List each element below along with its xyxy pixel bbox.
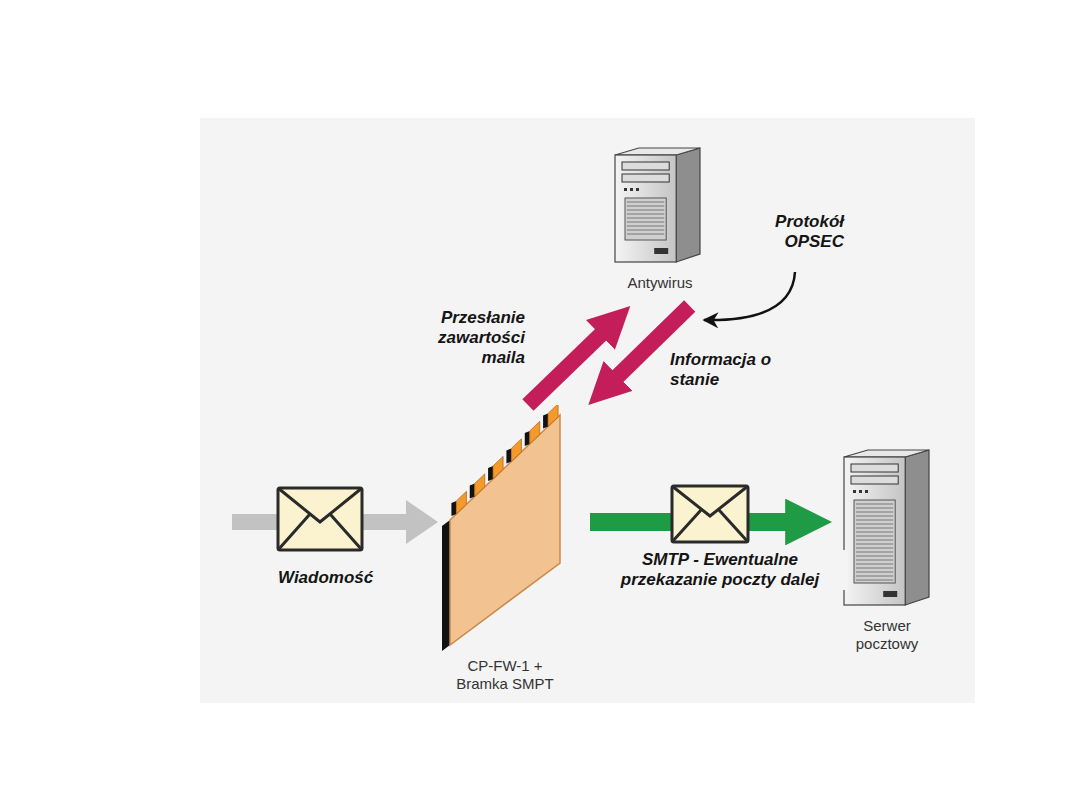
server-front bbox=[844, 457, 905, 605]
envelope-flap bbox=[278, 488, 362, 550]
grille-line bbox=[856, 548, 893, 549]
incoming-arrow-head bbox=[406, 500, 438, 544]
grille-line bbox=[856, 504, 893, 505]
flow-label: SMTP - Ewentualne przekazanie poczty dal… bbox=[592, 550, 848, 590]
grille-line bbox=[856, 528, 893, 529]
server-front bbox=[615, 155, 676, 262]
merlon-front bbox=[475, 474, 485, 497]
merlon-side bbox=[543, 413, 548, 428]
firewall-wall bbox=[442, 405, 560, 651]
node-shape bbox=[420, 405, 590, 653]
grille-line bbox=[856, 516, 893, 517]
flow-arrow bbox=[528, 329, 606, 405]
grille-line bbox=[856, 508, 893, 509]
grille-line bbox=[856, 576, 893, 577]
grille-line bbox=[856, 532, 893, 533]
envelope-body bbox=[278, 488, 362, 550]
drive-bay bbox=[851, 476, 898, 484]
server-icon bbox=[615, 148, 700, 262]
merlon-side bbox=[451, 501, 456, 516]
node-label: CP-FW-1 + Bramka SMPT bbox=[449, 657, 561, 693]
server-icon bbox=[844, 450, 929, 605]
grille-line bbox=[856, 540, 893, 541]
flow-label: Informacja o stanie bbox=[668, 350, 776, 390]
grille-line bbox=[856, 556, 893, 557]
node-label: Serwer pocztowy bbox=[837, 617, 937, 653]
server-node: Serwer pocztowy bbox=[832, 445, 942, 667]
server-top bbox=[844, 450, 929, 457]
grille-line bbox=[856, 568, 893, 569]
flow-label: Przesłanie zawartości maila bbox=[403, 308, 527, 368]
grille-line bbox=[627, 234, 664, 235]
grille-line bbox=[856, 572, 893, 573]
merlon-side bbox=[525, 431, 530, 446]
protocol-callout: Protokół OPSEC bbox=[742, 212, 846, 252]
server-node: Antywirus bbox=[605, 140, 715, 306]
server-badge bbox=[883, 591, 897, 597]
envelope-icon bbox=[672, 486, 748, 542]
grille-line bbox=[856, 512, 893, 513]
grille-line bbox=[856, 564, 893, 565]
node-shape bbox=[832, 445, 942, 613]
server-button bbox=[859, 490, 862, 493]
server-button bbox=[853, 490, 856, 493]
wall-face bbox=[450, 415, 560, 645]
merlon-front bbox=[548, 405, 558, 426]
grille-line bbox=[856, 544, 893, 545]
grille-line bbox=[856, 552, 893, 553]
grille-line bbox=[856, 524, 893, 525]
drive-bay bbox=[622, 174, 669, 182]
message-label: Wiadomość bbox=[276, 568, 410, 588]
merlon-front bbox=[493, 456, 503, 479]
server-button bbox=[865, 490, 868, 493]
firewall-node: CP-FW-1 + Bramka SMPT bbox=[420, 405, 590, 707]
server-button bbox=[624, 188, 627, 191]
server-button bbox=[630, 188, 633, 191]
grille-line bbox=[856, 560, 893, 561]
server-side bbox=[676, 148, 700, 262]
node-shape bbox=[605, 140, 715, 270]
merlon-side bbox=[488, 466, 493, 481]
grille-line bbox=[627, 226, 664, 227]
drive-bay bbox=[622, 162, 669, 170]
grille-line bbox=[627, 218, 664, 219]
merlon-front bbox=[511, 439, 521, 462]
grille-line bbox=[627, 222, 664, 223]
server-top bbox=[615, 148, 700, 155]
server-grille bbox=[625, 198, 666, 240]
envelope-body bbox=[672, 486, 748, 542]
drive-bay bbox=[851, 464, 898, 472]
merlon-front bbox=[456, 491, 466, 514]
server-grille bbox=[854, 500, 895, 583]
grille-line bbox=[627, 206, 664, 207]
envelope-icon bbox=[278, 488, 362, 550]
wall-side bbox=[442, 520, 450, 651]
grille-line bbox=[627, 230, 664, 231]
grille-line bbox=[627, 202, 664, 203]
grille-line bbox=[856, 520, 893, 521]
callout-arrow bbox=[704, 272, 795, 320]
envelope-flap bbox=[672, 486, 748, 542]
server-button bbox=[636, 188, 639, 191]
server-side bbox=[905, 450, 929, 605]
server-badge bbox=[654, 248, 668, 254]
background-panel bbox=[200, 118, 975, 703]
merlon-side bbox=[506, 448, 511, 463]
grille-line bbox=[856, 536, 893, 537]
grille-line bbox=[856, 580, 893, 581]
node-label: Antywirus bbox=[610, 274, 710, 292]
grille-line bbox=[627, 210, 664, 211]
merlon-front bbox=[530, 421, 540, 444]
merlon-side bbox=[470, 483, 475, 498]
grille-line bbox=[627, 214, 664, 215]
